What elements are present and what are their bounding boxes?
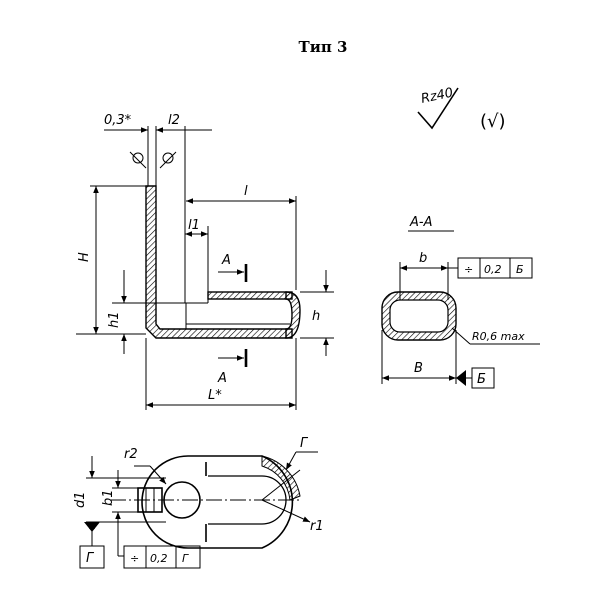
dim-l: l (244, 184, 248, 199)
dim-l1: l1 (188, 218, 200, 233)
tube-inner (389, 299, 449, 333)
dim-L: L* (208, 388, 222, 403)
dim-b1: b1 (101, 489, 116, 506)
tolerance-frame-g: ÷ 0,2 Г (117, 540, 201, 569)
section-title: A-A (409, 215, 432, 230)
datum-box-g (79, 545, 105, 569)
datum-triangle (456, 370, 466, 386)
section-marker-bottom: A (217, 371, 227, 386)
front-view: 0,3* l2 l l1 A A H h1 h (76, 113, 334, 410)
profile-top-bar (207, 291, 293, 300)
dim-B: B (414, 361, 423, 376)
dim-H: H (77, 252, 92, 262)
profile-curve (285, 291, 301, 339)
loop-hatch (261, 455, 301, 501)
dim-d1: d1 (73, 491, 88, 508)
svg-text:0,2: 0,2 (484, 263, 502, 276)
dim-thickness: 0,3* (104, 113, 132, 128)
drawing-title: Тип 3 (299, 38, 348, 56)
tolerance-frame-b: ÷ 0,2 Б (448, 257, 533, 279)
svg-text:Г: Г (86, 551, 95, 566)
section-view: A-A b ÷ 0,2 Б R0,6 max B (381, 215, 540, 389)
svg-text:Г: Г (182, 552, 189, 565)
dim-h: h (312, 309, 320, 324)
mark-G: Г (300, 436, 309, 451)
dim-r2: r2 (124, 447, 138, 462)
datum-triangle-g (84, 522, 100, 532)
roughness-value: Rz40 (420, 86, 455, 107)
svg-text:÷: ÷ (464, 263, 473, 276)
dim-b: b (419, 251, 427, 266)
svg-text:Б: Б (477, 372, 486, 387)
dim-r1: r1 (310, 519, 324, 534)
svg-text:÷: ÷ (130, 552, 139, 565)
roughness-symbol: Rz40 (√) (417, 86, 506, 132)
svg-text:Б: Б (516, 263, 524, 276)
top-view: r1 r2 Г d1 b1 Г ÷ (73, 436, 324, 569)
dim-l2: l2 (168, 113, 180, 128)
weld-symbol (129, 151, 177, 169)
section-marker-top: A (221, 253, 231, 268)
check-mark-icon (417, 87, 459, 130)
roughness-bracket: (√) (480, 111, 506, 132)
dim-h1: h1 (107, 311, 122, 328)
datum-box-b (471, 367, 495, 389)
svg-text:0,2: 0,2 (150, 552, 168, 565)
radius-note: R0,6 max (472, 330, 525, 343)
profile-wall (145, 185, 293, 339)
